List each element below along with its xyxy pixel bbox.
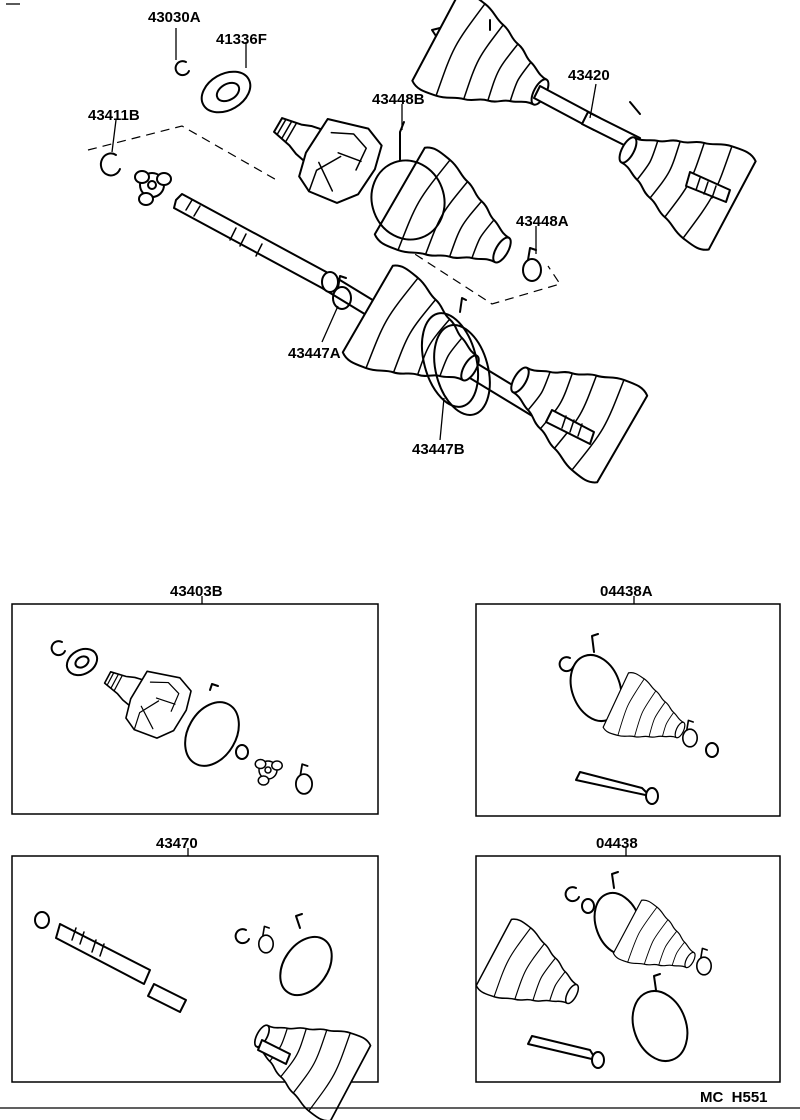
part-label-43448B: 43448B — [372, 91, 425, 108]
shaft-assembly-43420 — [409, 0, 759, 255]
part-label-43447A: 43447A — [288, 345, 341, 362]
clamp-ring-43448B — [370, 121, 446, 241]
group-outline-boot-kit — [389, 237, 561, 305]
part-label-43420: 43420 — [568, 67, 610, 84]
clamp-43448A — [522, 247, 542, 282]
group-outline-inboard — [87, 125, 281, 183]
part-label-43470: 43470 — [156, 835, 198, 852]
part-label-41336F: 41336F — [216, 31, 267, 48]
part-label-43447B: 43447B — [412, 441, 465, 458]
snap-ring-43411B — [99, 152, 121, 177]
grease-tube — [527, 1035, 605, 1069]
clamp-ring-43447B — [420, 297, 491, 416]
drawing-code: MC H551 — [700, 1089, 768, 1106]
kit-box-04438: 04438 — [474, 835, 781, 1083]
outboard-boot — [486, 329, 651, 487]
main-exploded-view: 43030A 41336F 43411B 43448B 43420 43448A… — [87, 0, 759, 487]
kit-box-frame — [11, 603, 379, 815]
part-label-43411B: 43411B — [88, 107, 140, 124]
part-label-04438: 04438 — [596, 835, 638, 852]
kit-box-frame — [11, 855, 379, 1083]
part-label-43448A: 43448A — [516, 213, 569, 230]
snap-ring-43030A — [174, 60, 190, 77]
tripod-joint — [134, 170, 172, 206]
outboard-stub-shaft — [545, 409, 595, 445]
part-label-43403B: 43403B — [170, 583, 223, 600]
kit-box-43470: 43470 — [11, 835, 379, 1120]
kit-box-frame — [475, 855, 781, 1083]
part-label-04438A: 04438A — [600, 583, 653, 600]
dust-deflector-41336F — [200, 70, 252, 114]
grease-tube — [575, 771, 659, 805]
part-label-43030A: 43030A — [148, 9, 201, 26]
kit-box-04438A: 04438A — [475, 583, 781, 817]
kit-box-frame — [475, 603, 781, 817]
kit-box-43403B: 43403B — [11, 583, 379, 815]
